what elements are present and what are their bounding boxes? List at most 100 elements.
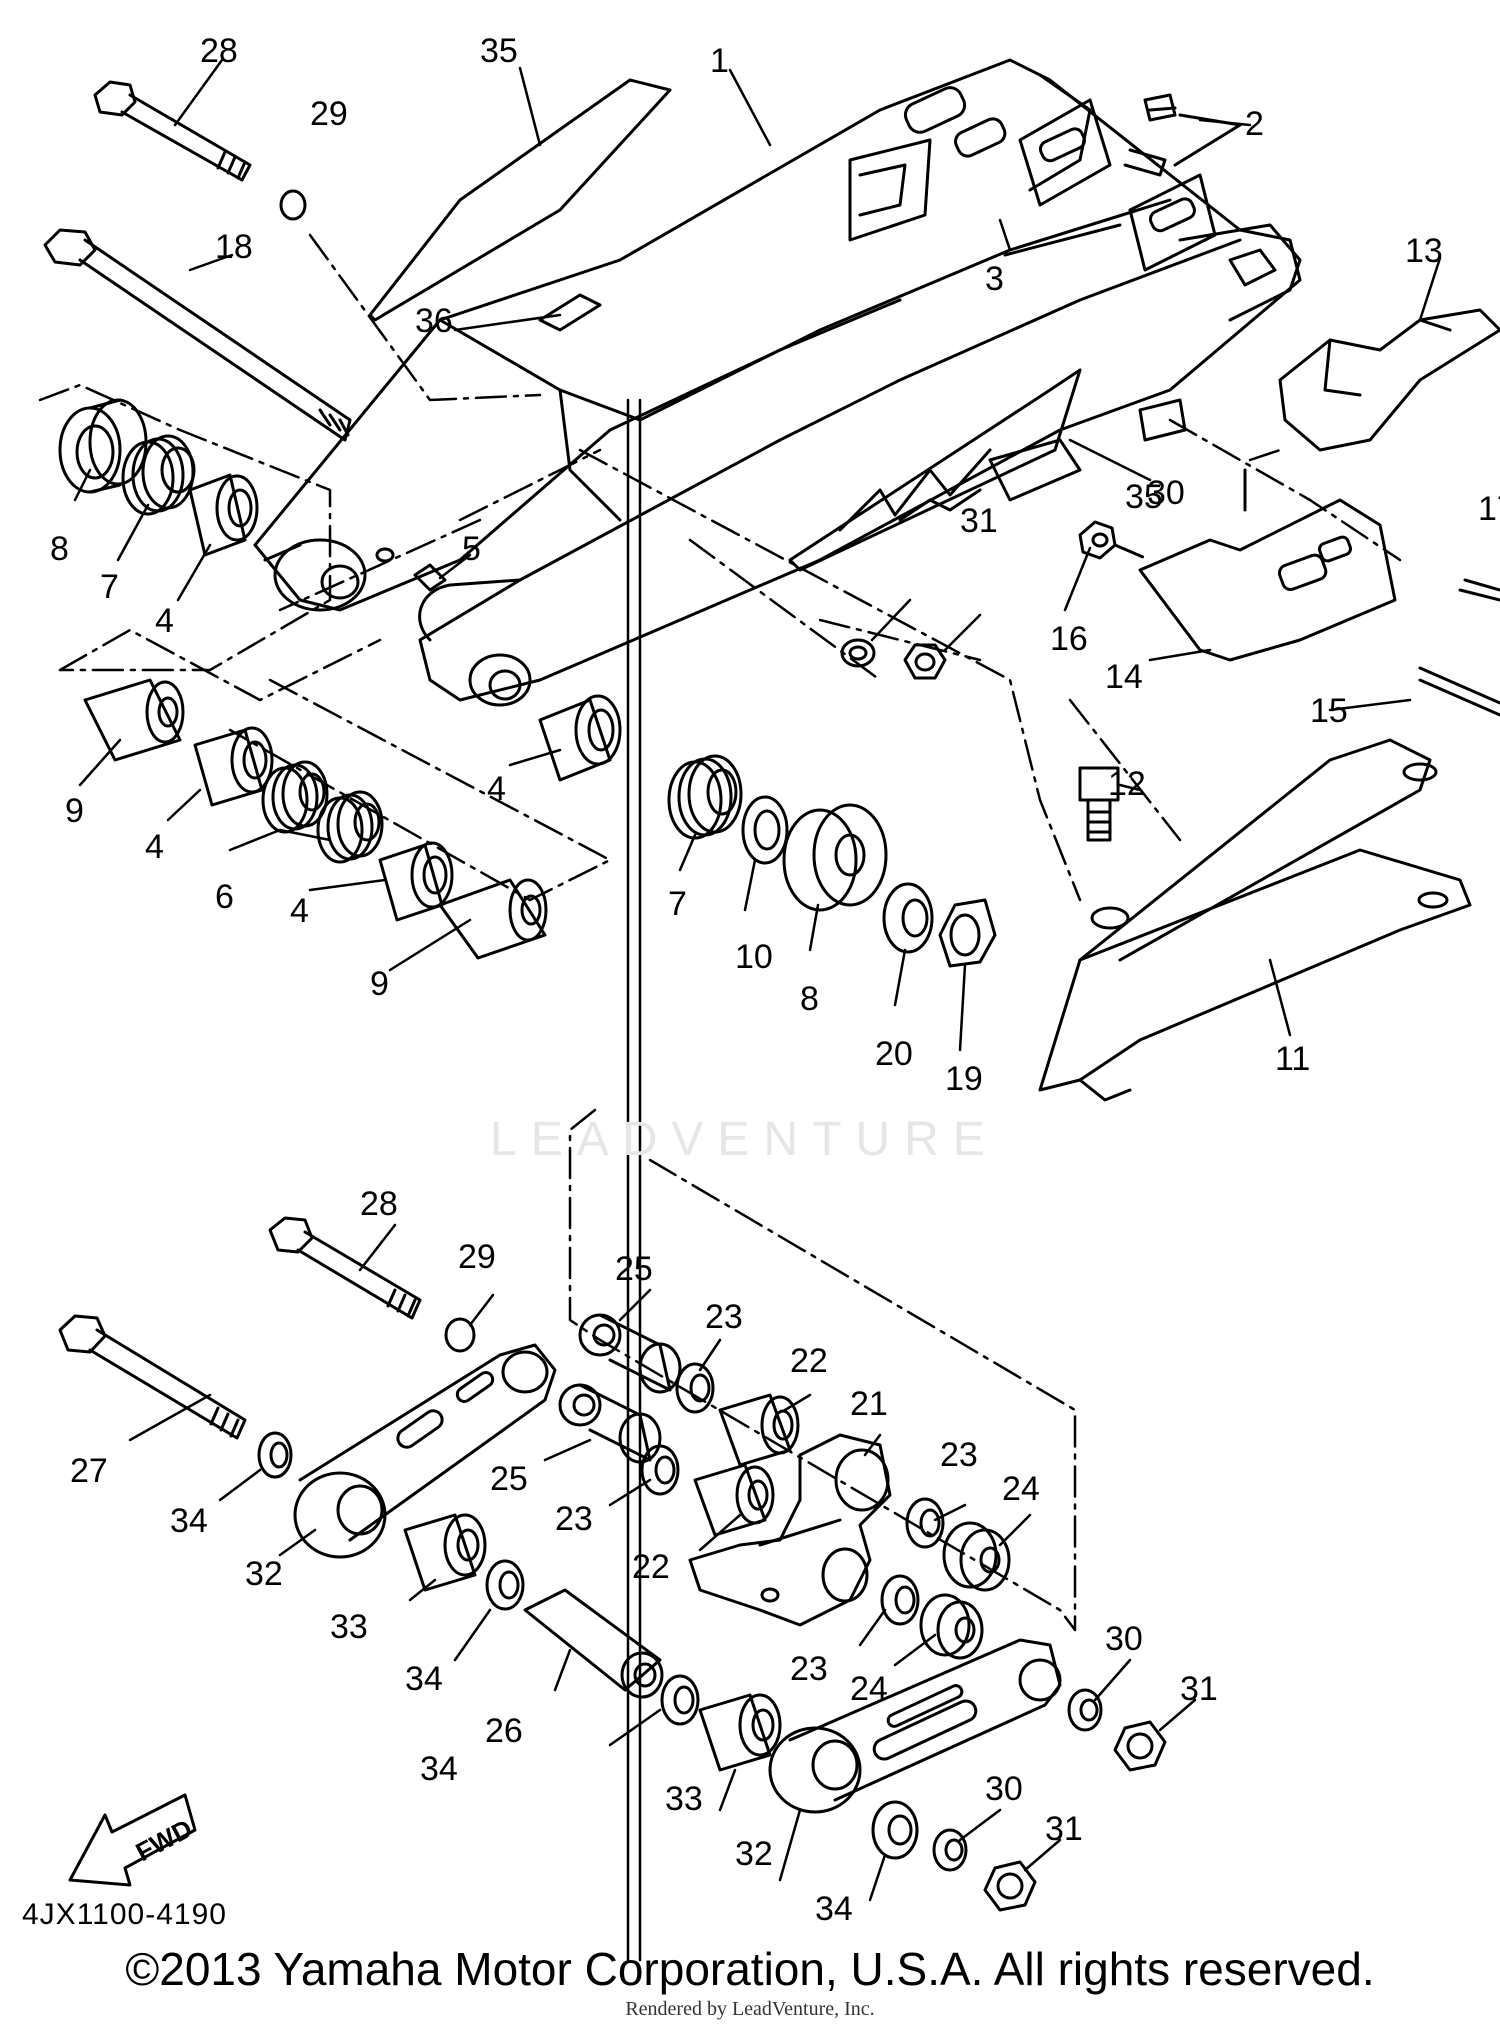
seal-6-b — [316, 790, 384, 864]
callout-15: 15 — [1310, 692, 1348, 730]
bolt-28-lower — [268, 1216, 422, 1320]
callout-22: 22 — [790, 1342, 828, 1380]
collar-33-lower — [698, 1693, 782, 1772]
bearing-4-top — [188, 473, 259, 557]
callout-20: 20 — [875, 1035, 913, 1073]
callout-31: 31 — [1045, 1810, 1083, 1848]
bushing-22-a — [718, 1393, 800, 1467]
callout-14: 14 — [1105, 658, 1143, 696]
watermark: LEADVENTURE — [490, 1113, 999, 1166]
swingarm — [253, 58, 1302, 707]
callout-30: 30 — [985, 1770, 1023, 1808]
collar-24-a — [942, 1521, 1011, 1592]
callout-30: 30 — [1105, 1620, 1143, 1658]
callout-25: 25 — [615, 1250, 653, 1288]
callout-9: 9 — [370, 965, 389, 1003]
callout-34: 34 — [420, 1750, 458, 1788]
washer-34-c — [660, 1674, 700, 1726]
collar-25-b — [558, 1383, 662, 1464]
callout-1: 1 — [710, 42, 729, 80]
callout-17: 17 — [1478, 490, 1500, 528]
seal-8-left — [58, 398, 148, 494]
washer-10 — [741, 795, 789, 865]
callout-23: 23 — [940, 1436, 978, 1474]
callout-35: 35 — [1125, 478, 1163, 516]
bolt-2-a — [1143, 93, 1177, 122]
shaft-26 — [523, 1588, 664, 1699]
arm-11 — [1038, 848, 1472, 1092]
callout-28: 28 — [200, 32, 238, 70]
bearing-4-center — [538, 694, 622, 782]
guide-plate-14 — [1138, 498, 1397, 662]
callout-24: 24 — [1002, 1470, 1040, 1508]
fwd-label: FWD — [131, 1813, 197, 1867]
callout-29: 29 — [458, 1238, 496, 1276]
relay-arm-21 — [688, 1433, 892, 1627]
washer-23-b — [640, 1444, 680, 1496]
bolt-27 — [58, 1314, 247, 1440]
callout-27: 27 — [70, 1452, 108, 1490]
collar-24-b — [919, 1593, 984, 1660]
callout-10: 10 — [735, 938, 773, 976]
callout-36: 36 — [415, 302, 453, 340]
seal-7-right — [667, 754, 743, 840]
callout-21: 21 — [850, 1385, 888, 1423]
callout-33: 33 — [665, 1780, 703, 1818]
washer-30-upper — [840, 638, 876, 668]
collar-33-upper — [403, 1513, 487, 1592]
nut-31-mid — [1113, 1720, 1167, 1772]
callout-34: 34 — [170, 1502, 208, 1540]
callout-32: 32 — [245, 1555, 283, 1593]
callout-29: 29 — [310, 95, 348, 133]
washer-29-lower — [444, 1317, 476, 1353]
bolt-28-upper — [93, 80, 252, 182]
copyright-notice: ©2013 Yamaha Motor Corporation, U.S.A. A… — [125, 1943, 1375, 1995]
callout-31: 31 — [960, 502, 998, 540]
callout-6: 6 — [215, 878, 234, 916]
seal-8-right — [782, 803, 888, 912]
decal-35-upper — [368, 78, 672, 322]
rendered-by-notice: Rendered by LeadVenture, Inc. — [625, 1998, 875, 2020]
collar-9-top — [83, 678, 185, 762]
chain-guide-13 — [1278, 308, 1500, 452]
fwd-arrow-icon — [68, 1793, 197, 1887]
callout-35: 35 — [480, 32, 518, 70]
bolt-2-b — [1123, 148, 1167, 177]
callout-34: 34 — [815, 1890, 853, 1928]
callout-34: 34 — [405, 1660, 443, 1698]
bolt-17 — [1458, 578, 1500, 602]
callout-23: 23 — [790, 1650, 828, 1688]
callout-30: 30 — [1147, 474, 1185, 512]
callout-4: 4 — [487, 770, 506, 808]
callout-19: 19 — [945, 1060, 983, 1098]
nut-19 — [938, 898, 997, 968]
callout-4: 4 — [290, 892, 309, 930]
callout-23: 23 — [705, 1298, 743, 1336]
callout-24: 24 — [850, 1670, 888, 1708]
washer-30-mid — [1067, 1688, 1103, 1732]
collar-9-bottom — [438, 878, 548, 960]
callout-22: 22 — [632, 1548, 670, 1586]
drawing-code: 4JX1100-4190 — [22, 1898, 227, 1931]
callout-7: 7 — [100, 568, 119, 606]
bearing-4-mid-left — [193, 726, 274, 807]
bolt-12 — [1078, 766, 1120, 842]
callout-8: 8 — [800, 980, 819, 1018]
callout-4: 4 — [155, 602, 174, 640]
bushing-22-b — [693, 1463, 775, 1537]
callout-7: 7 — [668, 885, 687, 923]
rod-32-upper — [293, 1343, 557, 1559]
nut-31-upper — [903, 643, 947, 680]
callout-4: 4 — [145, 828, 164, 866]
callout-2: 2 — [1245, 105, 1264, 143]
washer-34-b — [485, 1559, 525, 1611]
callout-33: 33 — [330, 1608, 368, 1646]
plate-3-b — [1128, 173, 1217, 272]
callout-8: 8 — [50, 530, 69, 568]
callout-25: 25 — [490, 1460, 528, 1498]
rod-32-lower — [768, 1638, 1062, 1814]
callout-31: 31 — [1180, 1670, 1218, 1708]
nut-16 — [1078, 520, 1117, 560]
